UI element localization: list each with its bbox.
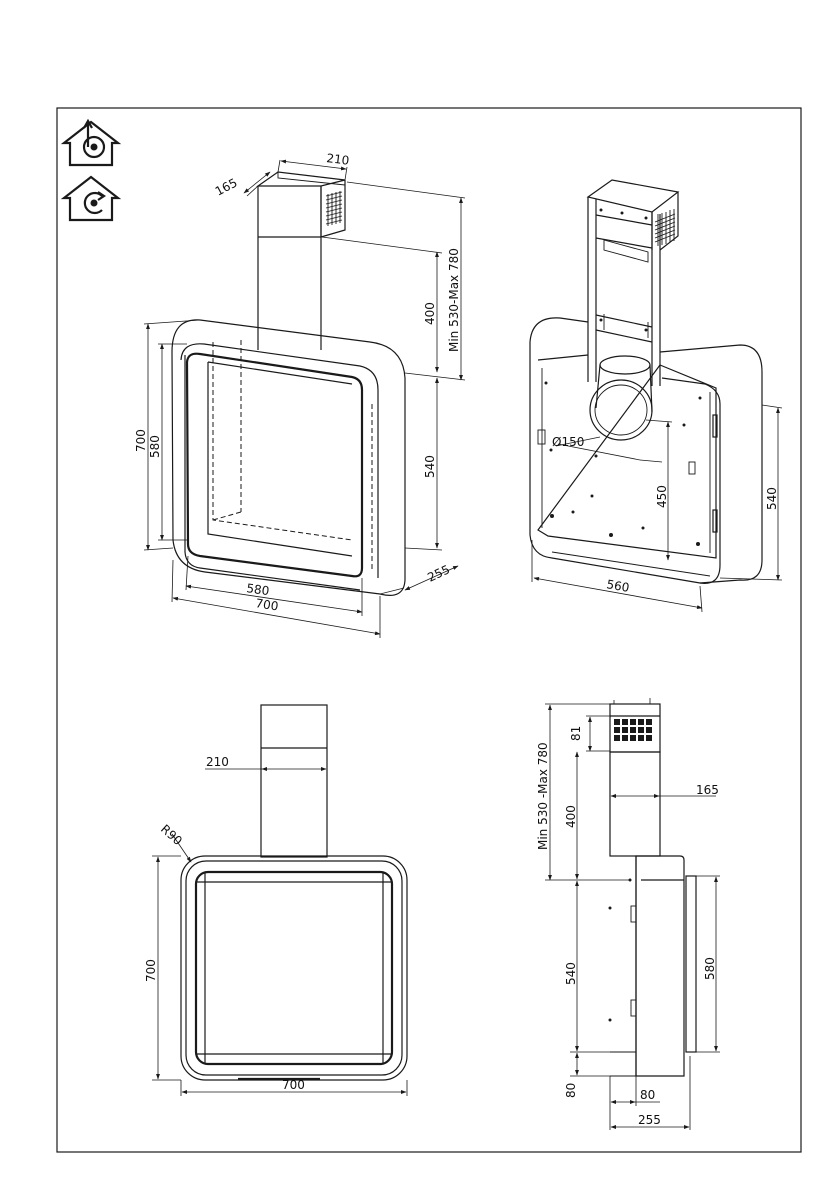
vent-grille [325,191,343,226]
dim-front3d-width-total: 700 [255,596,280,613]
dim-front3d-chimney-lower: 400 [423,302,437,325]
recirculation-house-icon [60,175,122,222]
dim-front3d-depth-top: 165 [213,176,240,199]
dim-front2d-corner-radius: R90 [158,822,185,848]
dim-side2d-bottom-depth: 80 [640,1088,655,1102]
dim-rear3d-duct-diameter: Ø150 [552,435,584,449]
dim-front3d-width-inner: 580 [246,581,271,598]
dim-front3d-height-inner: 580 [148,435,162,458]
dim-front3d-height-total: 700 [134,429,148,452]
front-view-2d [180,704,408,1081]
dim-side2d-chimney-total: Min 530 -Max 780 [536,742,550,850]
dim-front2d-chimney-width: 210 [206,755,229,769]
chimney [256,171,346,350]
side-view-2d [608,703,697,1077]
hood-body [171,319,406,596]
dim-front3d-body-height: 540 [423,455,437,478]
rear-chimney-frame [586,179,680,386]
front-3d-dimensions: 210 165 Min 530-Max 780 400 540 700 580 … [134,151,466,638]
side-panel [685,875,697,1053]
dim-rear3d-duct-height: 450 [655,485,669,508]
dim-side2d-total-depth: 255 [638,1113,661,1127]
dim-side2d-vent-height: 81 [569,726,583,741]
page-frame [56,107,802,1153]
dim-rear3d-body-height: 540 [765,487,779,510]
dim-side2d-chimney-depth: 165 [696,783,719,797]
front-view-3d [171,171,406,596]
rear-view-3d [529,179,763,584]
dim-side2d-bottom-offset: 80 [564,1083,578,1098]
front-2d-dimensions: 210 R90 700 700 [144,755,408,1096]
hood-body-2d [180,855,408,1081]
side-2d-dimensions: Min 530 -Max 780 81 400 165 540 580 80 8… [536,698,720,1130]
dim-front2d-height: 700 [144,959,158,982]
chimney-2d [260,704,328,858]
dim-side2d-panel-height: 580 [703,957,717,980]
ducted-extraction-house-icon [60,118,122,167]
dim-side2d-body-height: 540 [564,962,578,985]
dim-front3d-width-top: 210 [326,151,350,168]
side-vent-grille [614,719,652,741]
dim-side2d-chimney-lower: 400 [564,805,578,828]
duct-outlet [589,379,653,441]
dim-rear3d-width: 560 [605,577,630,595]
side-chimney-lower [609,751,661,857]
dim-front2d-width: 700 [282,1078,305,1092]
dim-front3d-chimney-total: Min 530-Max 780 [447,248,461,352]
dim-front3d-depth: 255 [425,562,452,584]
rear-3d-dimensions: Ø150 450 540 560 [531,404,783,613]
rear-hood-body [529,317,763,584]
